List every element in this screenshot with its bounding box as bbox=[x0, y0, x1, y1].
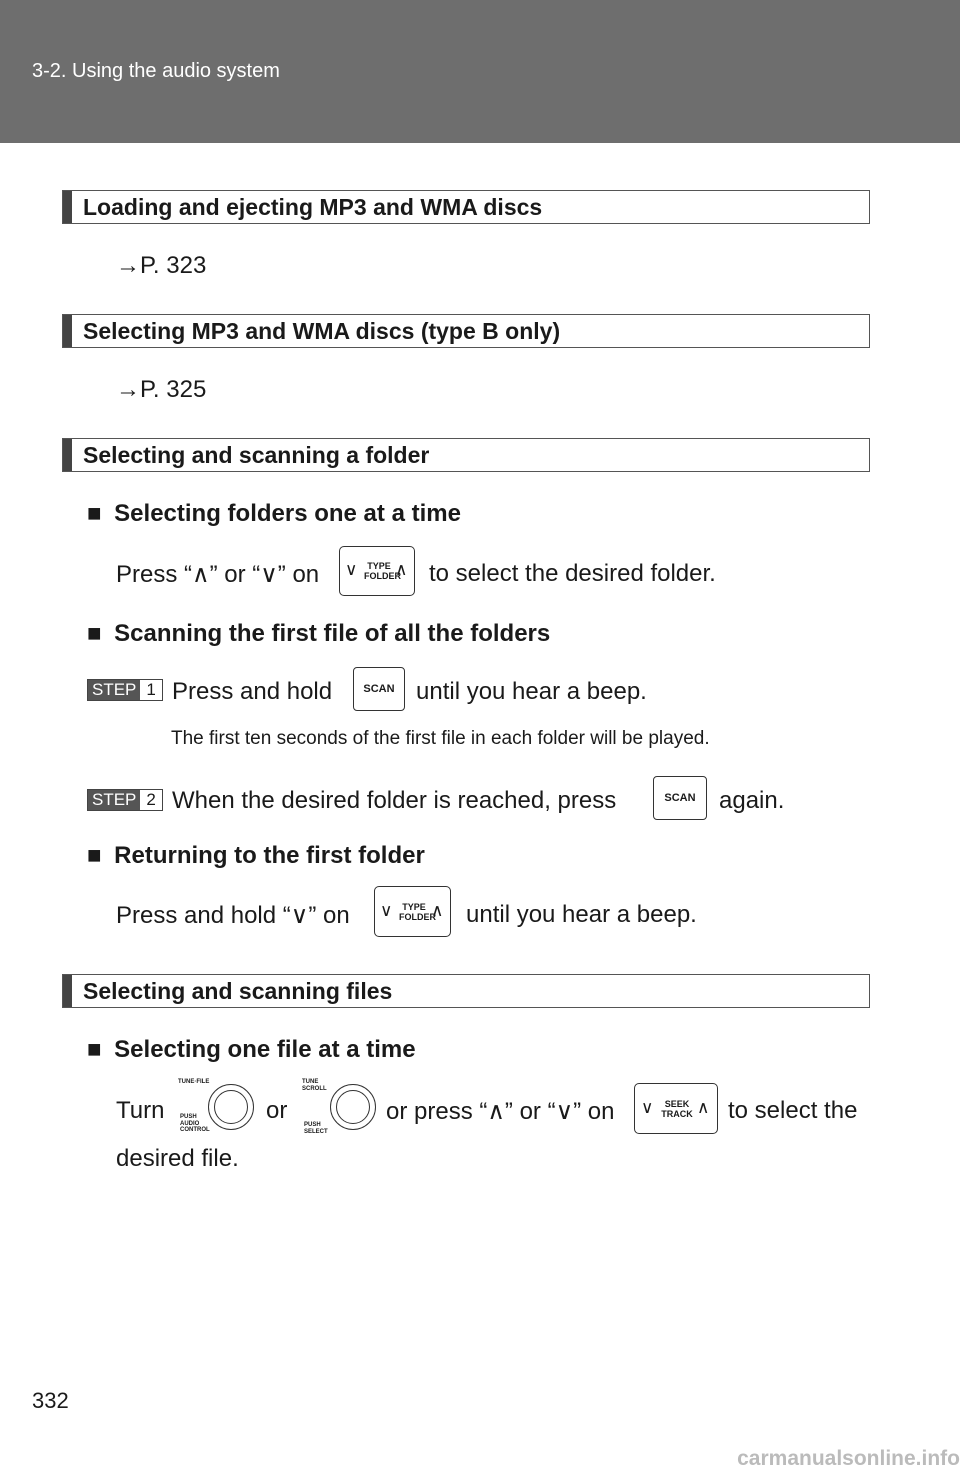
chevron-down-icon: ∨ bbox=[345, 560, 358, 579]
scan-button-icon: SCAN bbox=[353, 667, 405, 711]
chevron-up-icon: ∧ bbox=[431, 901, 444, 920]
step2-text: When the desired folder is reached, pres… bbox=[172, 787, 617, 814]
instruction-text: to select the desired folder. bbox=[429, 560, 716, 587]
subheading-scan-folders: ■ Scanning the first file of all the fol… bbox=[87, 620, 551, 647]
header-band: 3-2. Using the audio system bbox=[0, 0, 960, 143]
instruction-text: desired file. bbox=[116, 1145, 239, 1172]
chevron-down-icon: ∨ bbox=[380, 901, 393, 920]
section-title-selecting-discs: Selecting MP3 and WMA discs (type B only… bbox=[62, 314, 870, 348]
bullet-icon: ■ bbox=[87, 1036, 102, 1063]
step1-text: until you hear a beep. bbox=[416, 678, 647, 705]
scan-button-icon: SCAN bbox=[653, 776, 707, 820]
page-reference[interactable]: →P. 323 bbox=[116, 252, 207, 279]
chevron-down-icon: ∨ bbox=[641, 1098, 654, 1117]
instruction-text: until you hear a beep. bbox=[466, 901, 697, 928]
section-header: 3-2. Using the audio system bbox=[32, 60, 280, 82]
watermark: carmanualsonline.info bbox=[737, 1447, 960, 1470]
subheading-return-folder: ■ Returning to the first folder bbox=[87, 842, 425, 869]
instruction-text: Press “∧” or “∨” on bbox=[116, 561, 320, 588]
bullet-icon: ■ bbox=[87, 842, 102, 869]
instruction-text: or bbox=[266, 1097, 288, 1124]
step2-text: again. bbox=[719, 787, 785, 814]
section-title-files: Selecting and scanning files bbox=[62, 974, 870, 1008]
instruction-text: Turn bbox=[116, 1097, 165, 1124]
page-reference[interactable]: →P. 325 bbox=[116, 376, 207, 403]
subheading-select-file: ■ Selecting one file at a time bbox=[87, 1036, 416, 1063]
subheading-select-folder: ■ Selecting folders one at a time bbox=[87, 500, 461, 527]
page-number: 332 bbox=[32, 1388, 69, 1413]
step1-text: Press and hold bbox=[172, 678, 333, 705]
instruction-text: to select the bbox=[728, 1097, 858, 1124]
chevron-up-icon: ∧ bbox=[395, 560, 408, 579]
instruction-text: Press and hold “∨” on bbox=[116, 902, 350, 929]
section-title-loading: Loading and ejecting MP3 and WMA discs bbox=[62, 190, 870, 224]
section-title-folder: Selecting and scanning a folder bbox=[62, 438, 870, 472]
bullet-icon: ■ bbox=[87, 620, 102, 647]
step1-note: The first ten seconds of the first file … bbox=[171, 728, 710, 749]
bullet-icon: ■ bbox=[87, 500, 102, 527]
chevron-up-icon: ∧ bbox=[697, 1098, 710, 1117]
instruction-text: or press “∧” or “∨” on bbox=[386, 1098, 615, 1125]
